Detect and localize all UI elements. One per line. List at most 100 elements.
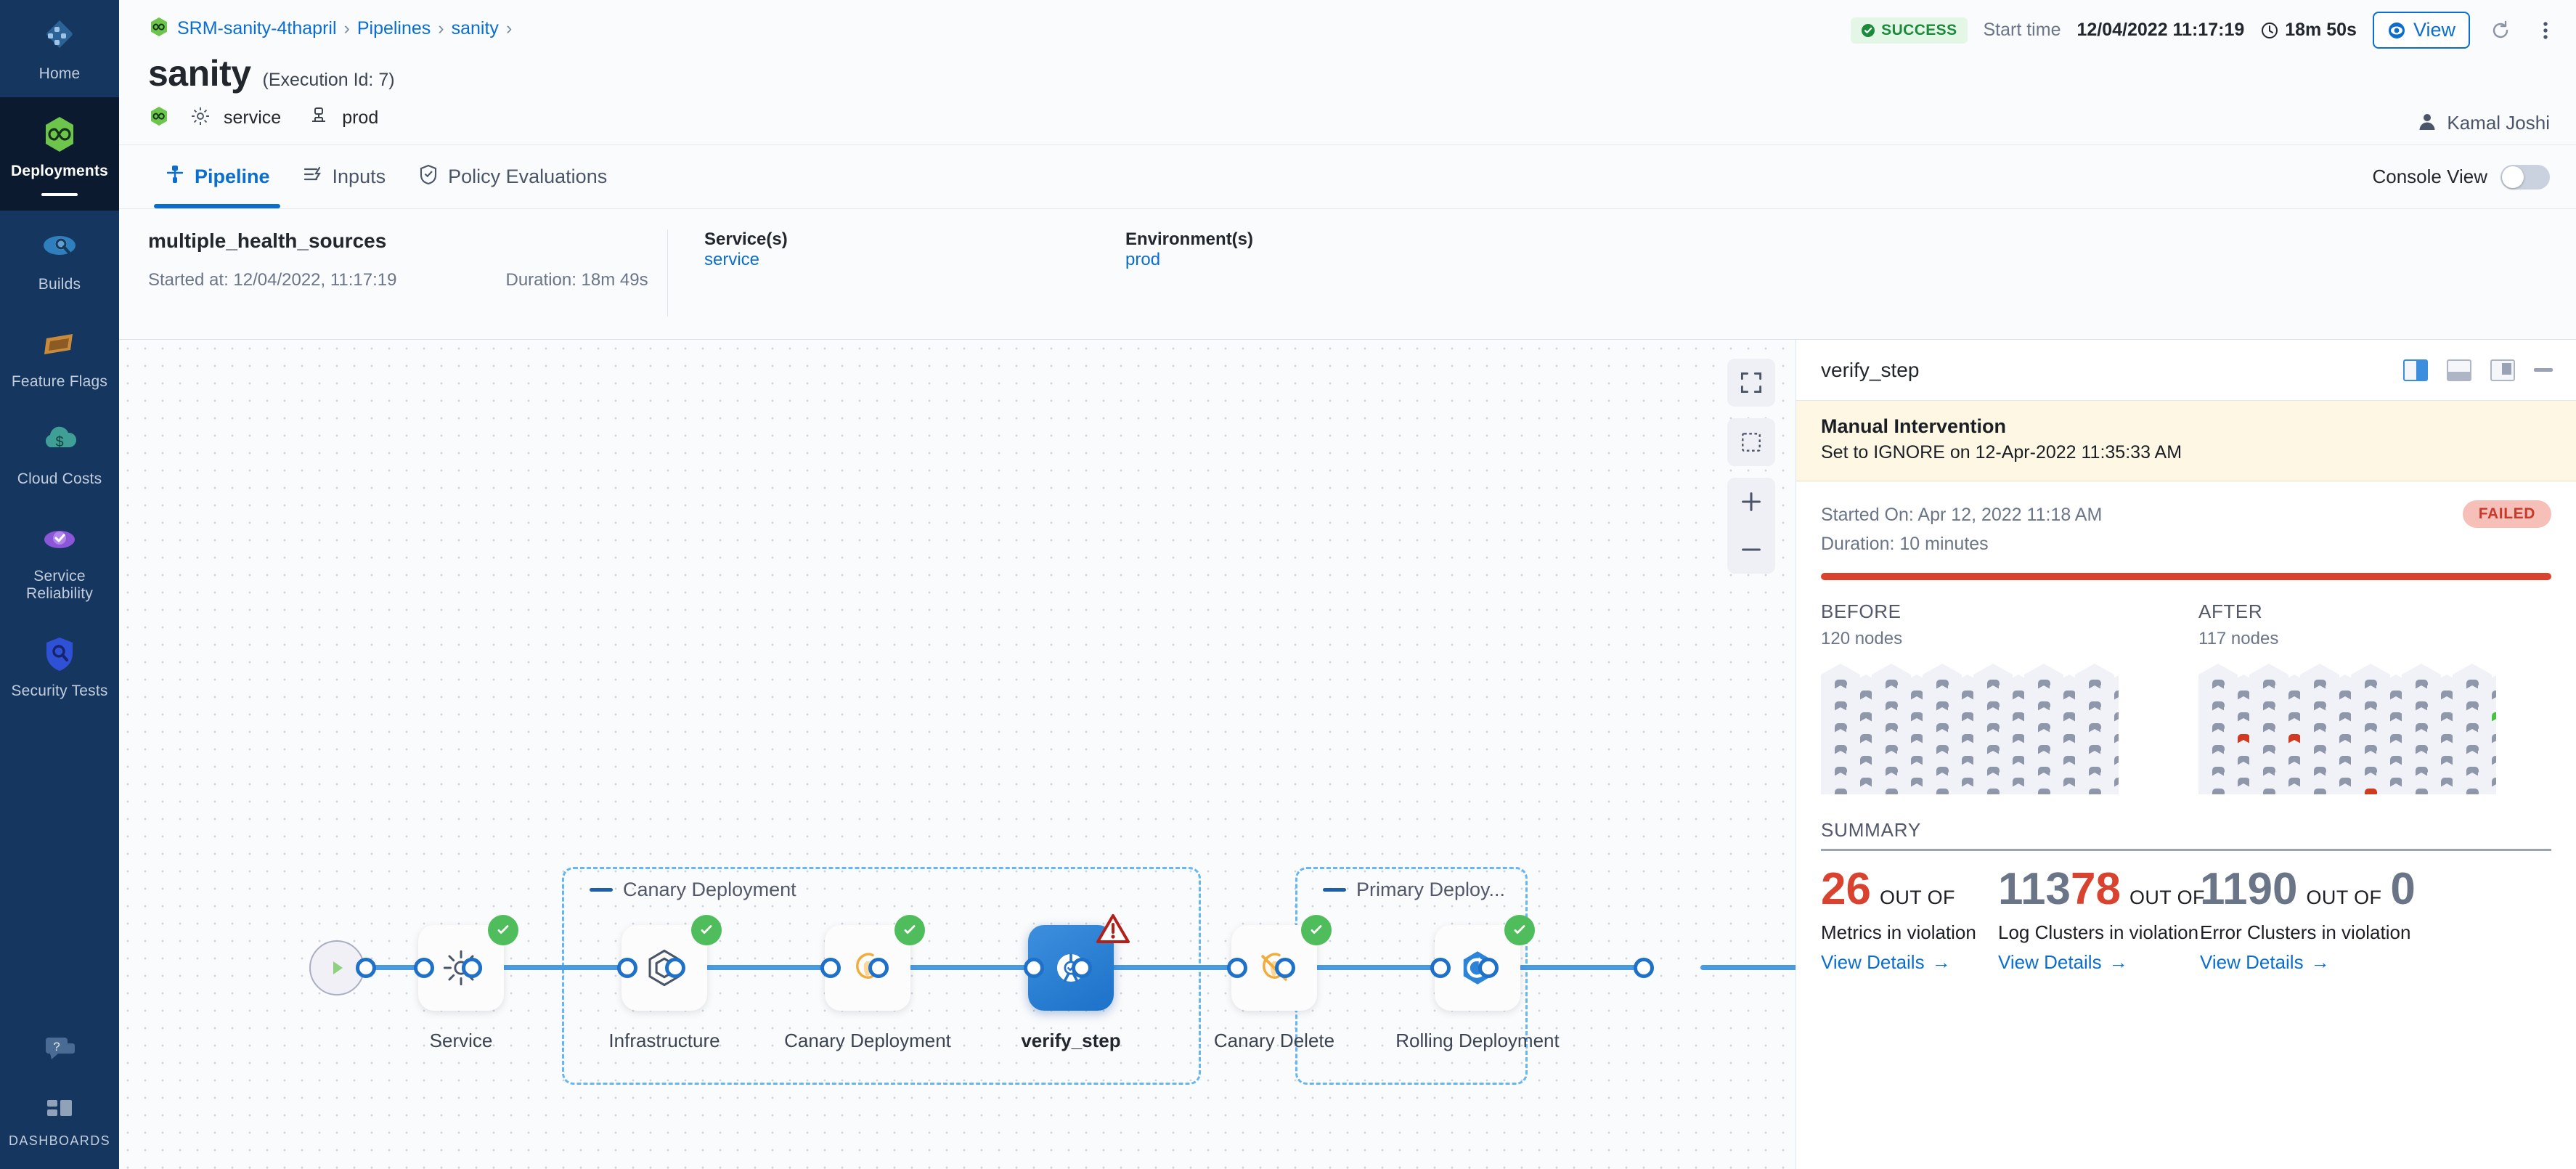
dashboards-label: DASHBOARDS — [8, 1133, 111, 1148]
sidebar-item-label: Home — [38, 65, 81, 82]
group-label: Canary Deployment — [623, 879, 796, 900]
main-region: SRM-sanity-4thapril › Pipelines › sanity… — [119, 0, 2576, 1169]
environment-name: prod — [342, 107, 379, 128]
flow-port — [1634, 958, 1654, 978]
sidebar-item-help[interactable]: ? — [0, 1011, 119, 1090]
pipeline-canvas[interactable]: Canary Deployment Primary Deploy... — [119, 340, 1796, 1169]
step-timing: Started On: Apr 12, 2022 11:18 AM Durati… — [1821, 500, 2102, 558]
summary-card-metrics: 26 OUT OF 113 Metrics in violation View … — [1821, 867, 2031, 974]
collapse-dash-icon[interactable] — [1323, 888, 1346, 892]
layout-right-icon[interactable] — [2403, 359, 2428, 381]
node-label-canary-deployment: Canary Deployment — [784, 1030, 951, 1051]
sidebar-item-service-reliability[interactable]: Service Reliability — [0, 502, 119, 617]
page-title-row: sanity (Execution Id: 7) — [148, 52, 395, 94]
group-primary-deployment-title: Primary Deploy... — [1323, 879, 1505, 901]
node-label-rolling-deployment: Rolling Deployment — [1395, 1030, 1560, 1051]
tab-pipeline[interactable]: Pipeline — [148, 145, 286, 208]
home-grid-icon — [40, 17, 79, 57]
panel-body: Started On: Apr 12, 2022 11:18 AM Durati… — [1796, 481, 2576, 1169]
node-hex-core — [2114, 734, 2119, 748]
group-canary-deployment-title: Canary Deployment — [590, 879, 796, 901]
zoom-out-icon[interactable] — [1727, 526, 1775, 574]
pipeline-info-left: multiple_health_sources Started at: 12/0… — [148, 229, 667, 290]
security-tests-icon — [40, 635, 79, 674]
layout-bottom-icon[interactable] — [2447, 359, 2471, 381]
layout-float-icon[interactable] — [2490, 359, 2515, 381]
primary-sidebar: Home Deployments Builds Feature Flags $ — [0, 0, 119, 1169]
step-timing-row: Started On: Apr 12, 2022 11:18 AM Durati… — [1821, 500, 2551, 558]
summary-description: Log Clusters in violation — [1998, 921, 2199, 943]
after-hex-grid — [2198, 664, 2496, 794]
summary-figures: 1190 OUT OF 0 — [2200, 867, 2440, 912]
feature-flags-icon — [40, 325, 79, 364]
view-details-label: View Details — [1821, 951, 1925, 973]
pipeline-flow: Canary Deployment Primary Deploy... — [119, 340, 1796, 1169]
flow-port — [1024, 958, 1044, 978]
flow-port — [414, 958, 434, 978]
sidebar-item-label: Feature Flags — [11, 373, 108, 390]
after-header: AFTER — [2198, 600, 2263, 622]
breadcrumb-separator: › — [343, 18, 350, 38]
tab-policy-evaluations[interactable]: Policy Evaluations — [402, 145, 623, 208]
flow-port — [1478, 958, 1499, 978]
breadcrumb-item-sanity[interactable]: sanity — [451, 18, 499, 38]
node-hex-core — [2114, 712, 2119, 726]
flow-port — [820, 958, 841, 978]
summary-denominator: 0 — [2390, 864, 2416, 914]
view-details-link-log-clusters[interactable]: View Details → — [1998, 951, 2128, 974]
fit-screen-icon[interactable] — [1727, 359, 1775, 407]
select-area-icon[interactable] — [1727, 418, 1775, 466]
sidebar-item-security-tests[interactable]: Security Tests — [0, 617, 119, 714]
group-label: Primary Deploy... — [1356, 879, 1506, 900]
flow-port — [665, 958, 685, 978]
node-label-infrastructure: Infrastructure — [608, 1030, 720, 1051]
node-hex-core — [2416, 789, 2428, 794]
after-node-count: 117 nodes — [2198, 629, 2279, 648]
collapse-dash-icon[interactable] — [590, 888, 613, 892]
sidebar-item-home[interactable]: Home — [0, 0, 119, 97]
execution-meta: service prod — [148, 105, 378, 131]
summary-numerator: 26 — [1821, 864, 1871, 914]
zoom-in-icon[interactable] — [1727, 478, 1775, 526]
start-node[interactable] — [309, 940, 364, 995]
project-infinity-icon — [148, 16, 170, 41]
view-details-link-error-clusters[interactable]: View Details → — [2200, 951, 2330, 974]
policy-shield-icon — [417, 163, 439, 190]
sidebar-item-deployments[interactable]: Deployments — [0, 97, 119, 211]
services-value[interactable]: service — [704, 250, 760, 269]
project-infinity-icon — [148, 105, 170, 131]
flow-edge — [1294, 965, 1439, 970]
sidebar-item-builds[interactable]: Builds — [0, 211, 119, 308]
view-details-label: View Details — [2200, 951, 2304, 973]
group-canary-deployment[interactable] — [562, 867, 1201, 1085]
tab-inputs[interactable]: Inputs — [286, 145, 402, 208]
view-button[interactable]: View — [2372, 12, 2470, 49]
execution-duration: 18m 50s — [2260, 20, 2357, 41]
console-view-control[interactable]: Console View — [2372, 145, 2550, 208]
refresh-icon[interactable] — [2486, 16, 2515, 45]
breadcrumb-item-pipelines[interactable]: Pipelines — [356, 18, 431, 38]
step-details-panel: verify_step Manual Intervention Set to I… — [1796, 340, 2576, 1169]
sidebar-item-feature-flags[interactable]: Feature Flags — [0, 308, 119, 405]
node-hex-core — [2114, 756, 2119, 770]
inputs-icon — [302, 163, 324, 190]
minimize-icon[interactable] — [2534, 368, 2553, 372]
node-hex-core — [1987, 789, 2000, 794]
console-view-toggle[interactable] — [2500, 164, 2550, 190]
sidebar-item-cloud-costs[interactable]: $ Cloud Costs — [0, 405, 119, 502]
breadcrumb-item-project[interactable]: SRM-sanity-4thapril — [177, 18, 337, 38]
panel-layout-controls — [2403, 359, 2553, 381]
node-hex-core — [1886, 789, 1898, 794]
play-icon — [333, 961, 343, 974]
status-badge: SUCCESS — [1851, 17, 1968, 44]
node-hex-core — [2492, 756, 2496, 770]
environments-value[interactable]: prod — [1125, 250, 1161, 269]
help-chat-icon: ? — [40, 1029, 79, 1068]
sidebar-item-label: Deployments — [10, 163, 109, 179]
kebab-menu-icon[interactable] — [2531, 16, 2560, 45]
sidebar-item-dashboards[interactable]: DASHBOARDS — [0, 1090, 119, 1169]
environments-column: Environment(s) prod — [1125, 229, 1546, 270]
user-profile[interactable]: Kamal Joshi — [2416, 110, 2550, 136]
node-hex-core — [2089, 789, 2101, 794]
view-details-link-metrics[interactable]: View Details → — [1821, 951, 1951, 974]
